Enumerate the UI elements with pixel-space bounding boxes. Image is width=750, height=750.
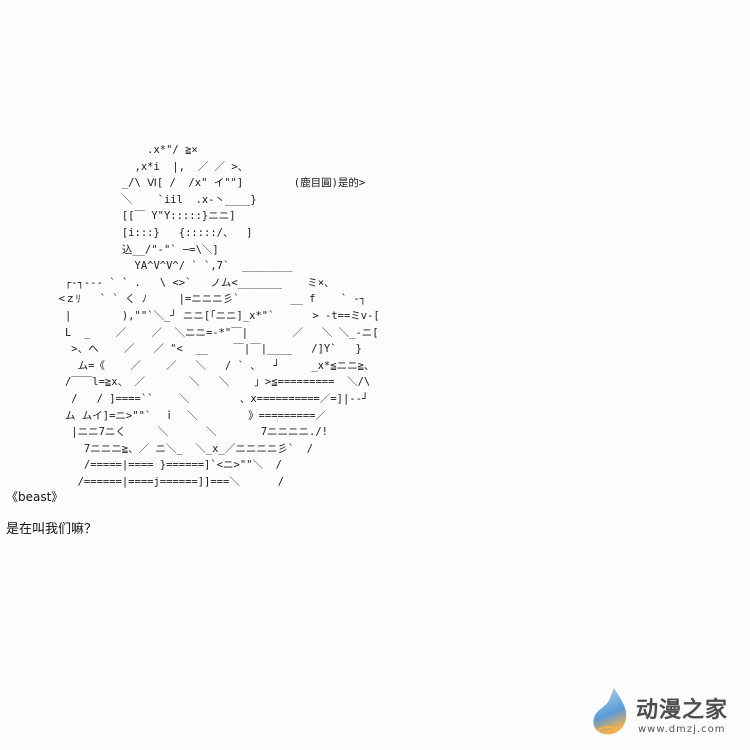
ascii-art-line: /￣￣l=≧x、 ／ ＼ ＼ 」>≦========= ＼/\ — [46, 376, 371, 389]
watermark-site-url: www.dmzj.com — [638, 724, 726, 735]
speaker-label: 《beast》 — [6, 490, 64, 504]
ascii-art-line: ＼ `iil .x-丶____} — [46, 193, 257, 206]
ascii-art-line: YA^V^V^/ ` `,7` ________ — [46, 260, 293, 273]
ascii-art-line: L _ ／ ／ ＼ニニ=-*"￣| ／ ＼ ＼_‐ニ[ — [46, 326, 379, 339]
ascii-art-line: >、ヘ ／ ／ "< __ ￣|￣|____ /]Y` } — [46, 343, 362, 356]
ascii-art-line: /=====|==== }======]`<ニ>""＼ / — [46, 459, 282, 472]
site-watermark: 动漫之家 www.dmzj.com — [590, 686, 745, 742]
ascii-art-line: | ),""`＼_┘ ニニ[「ニニ]_x*"` > ‐t==ミv‐[ — [46, 309, 380, 322]
ascii-art-line: ム ムイ]=ニ>""` ｉ ＼ 》=========／ — [46, 409, 326, 422]
ascii-art-line: .x*"/ ≧× — [46, 144, 198, 156]
ascii-art-line: _/\ Ⅵ[ / /x" イ""] (鹿目圓)是的> — [46, 177, 366, 190]
ascii-art-line: 7ニニニ≧、／ ニ＼_ ＼_x_／ニニニニ彡` / — [46, 442, 314, 455]
ascii-art-line: /======|====j======]]===＼ / — [46, 475, 285, 488]
ascii-art-line: |ニニ7ニく ＼ ＼ 7ニニニニ./! — [46, 426, 329, 439]
ascii-art-illustration: .x*"/ ≧× ,x*i |, ／ ／ >、 _/\ Ⅵ[ / /x" イ""… — [46, 142, 380, 490]
ascii-art-line: [i:::} {:::::/、 ] — [46, 226, 253, 239]
dialogue-text: 是在叫我们嘛？ — [6, 522, 98, 537]
ascii-art-line: [[￣ Y"Y:::::}ニニ] — [46, 210, 236, 223]
ascii-art-line: ,x*i |, ／ ／ >、 — [46, 160, 249, 173]
watermark-site-name: 动漫之家 — [636, 698, 729, 723]
ascii-art-line: <ｚﾘ ` ` く ﾉ |=ニニニ彡` __ f ` ‐┐ — [46, 293, 367, 306]
ascii-art-line: / / ]====`` ＼ 、x==========／=]|--┘ — [46, 392, 369, 405]
ascii-art-line: ┌-┐--- ` ` . \ <>` ノム<_______ ミ×、 — [46, 276, 335, 289]
ascii-art-line: 込__/"-"` ─=\＼] — [46, 243, 219, 256]
ascii-art-line: ム=《 ／ ／ ＼ / ` 、 ┘ _x*≦ニニ≧、 — [46, 359, 375, 372]
water-drop-logo-icon — [593, 688, 627, 735]
